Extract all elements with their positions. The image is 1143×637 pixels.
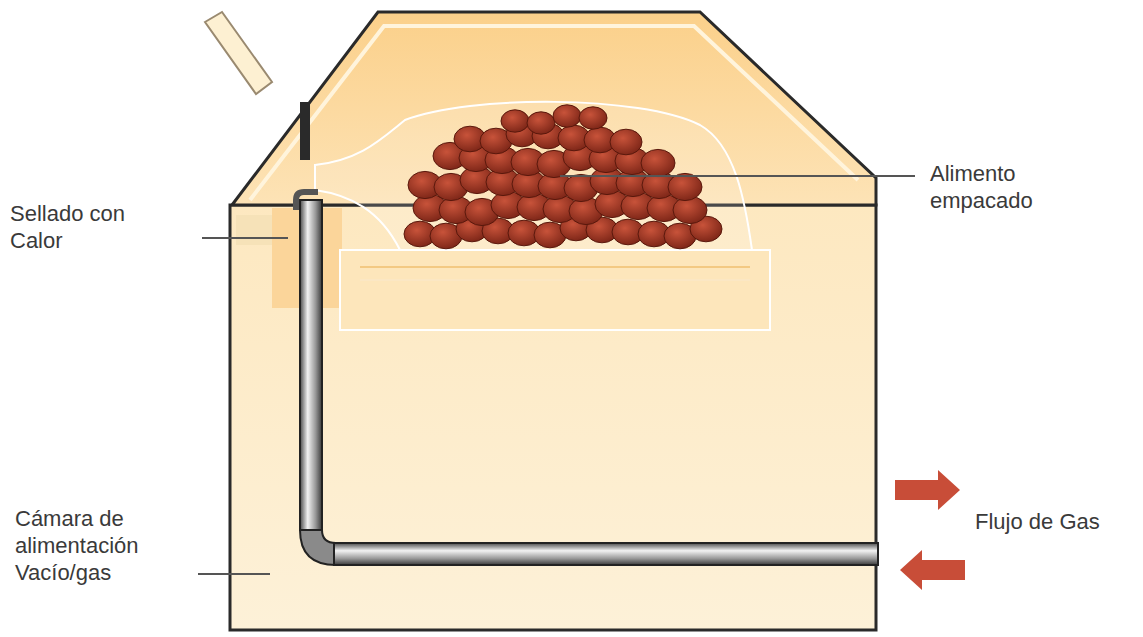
gas-flow-label: Flujo de Gas — [975, 508, 1125, 535]
food-piece — [641, 149, 675, 176]
heat-seal-label: Sellado con Calor — [10, 200, 140, 254]
lid-handle — [205, 12, 272, 94]
gas-pipe — [296, 192, 878, 565]
chamber-label: Cámara de alimentación Vacío/gas — [15, 505, 165, 586]
food-piece — [553, 105, 581, 127]
food-tray — [340, 250, 770, 330]
food-piece — [610, 129, 642, 155]
food-piece — [668, 173, 702, 200]
gas-flow-arrows — [895, 470, 965, 590]
chamber-body — [230, 205, 876, 630]
leader-lines — [198, 176, 915, 574]
food-piece — [501, 110, 529, 132]
food-label: Alimento empacado — [930, 160, 1040, 214]
food-piece — [579, 107, 607, 129]
seal-jaw — [300, 102, 310, 160]
food-piece — [527, 112, 555, 134]
